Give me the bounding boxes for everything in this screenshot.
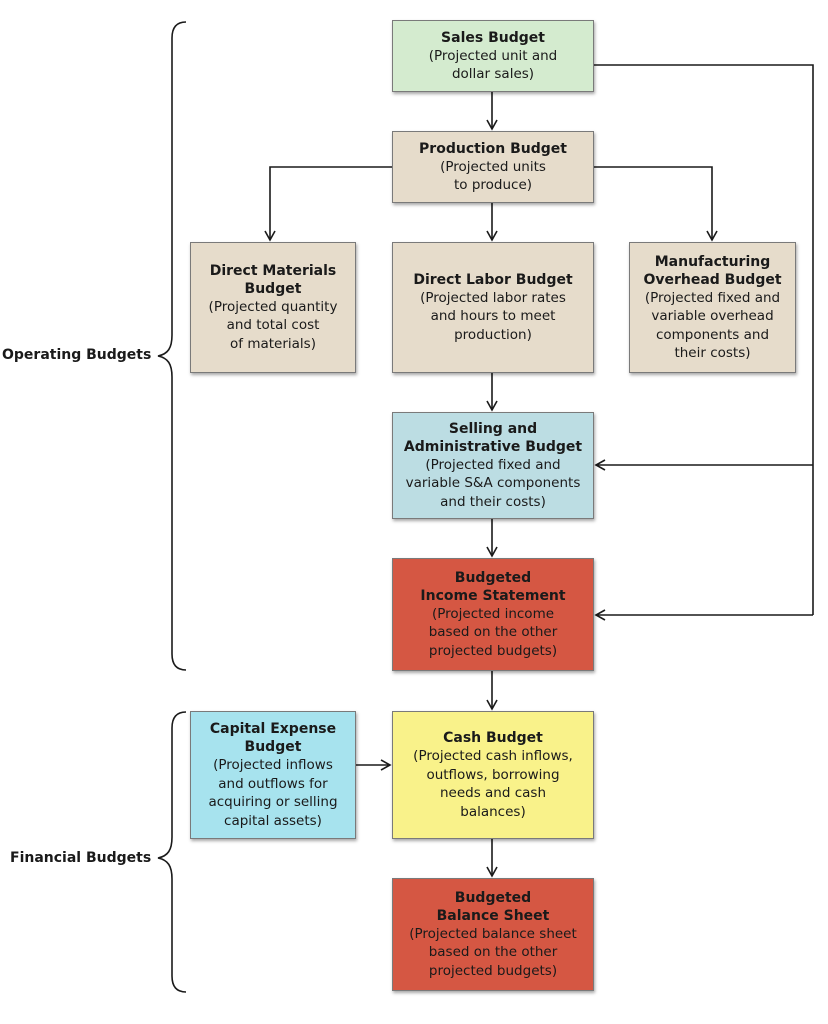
- operating-budgets-brace: [157, 21, 187, 671]
- financial-budgets-label: Financial Budgets: [10, 850, 152, 866]
- cash-budget-description: (Projected cash inflows, outflows, borro…: [413, 748, 573, 820]
- sales-budget-title: Sales Budget: [441, 29, 545, 46]
- sales-budget-description: (Projected unit and dollar sales): [428, 47, 558, 83]
- manufacturing-overhead-budget-description: (Projected fixed and variable overhead c…: [644, 289, 781, 362]
- financial-budgets-brace: [157, 711, 187, 993]
- capital-expense-budget-description: (Projected inflows and outflows for acqu…: [208, 757, 338, 829]
- budgeted-income-statement-description: (Projected income based on the other pro…: [428, 605, 558, 659]
- direct-materials-budget-box: Direct Materials Budget (Projected quant…: [190, 242, 356, 373]
- production-budget-description: (Projected units to produce): [440, 158, 546, 194]
- capital-expense-budget-box: Capital Expense Budget (Projected inflow…: [190, 711, 356, 839]
- selling-administrative-budget-title: Selling and Administrative Budget: [403, 420, 583, 455]
- budgeted-income-statement-box: Budgeted Income Statement (Projected inc…: [392, 558, 594, 671]
- sales-budget-box: Sales Budget (Projected unit and dollar …: [392, 20, 594, 92]
- operating-budgets-label: Operating Budgets: [2, 347, 152, 363]
- manufacturing-overhead-budget-box: Manufacturing Overhead Budget (Projected…: [629, 242, 796, 373]
- selling-administrative-budget-box: Selling and Administrative Budget (Proje…: [392, 412, 594, 519]
- budgeted-income-statement-title: Budgeted Income Statement: [420, 569, 566, 604]
- capital-expense-budget-title: Capital Expense Budget: [209, 721, 337, 755]
- feedback-line-sales-right: [594, 64, 814, 615]
- cash-budget-title: Cash Budget: [443, 730, 543, 746]
- production-budget-box: Production Budget (Projected units to pr…: [392, 131, 594, 203]
- budgeted-balance-sheet-title: Budgeted Balance Sheet: [436, 889, 550, 924]
- budgeted-balance-sheet-description: (Projected balance sheet based on the ot…: [409, 925, 577, 979]
- selling-administrative-budget-description: (Projected fixed and variable S&A compon…: [405, 456, 581, 510]
- production-budget-title: Production Budget: [419, 140, 567, 157]
- direct-labor-budget-description: (Projected labor rates and hours to meet…: [420, 289, 566, 343]
- budgeted-balance-sheet-box: Budgeted Balance Sheet (Projected balanc…: [392, 878, 594, 991]
- direct-labor-budget-box: Direct Labor Budget (Projected labor rat…: [392, 242, 594, 373]
- direct-labor-budget-title: Direct Labor Budget: [413, 271, 573, 288]
- cash-budget-box: Cash Budget (Projected cash inflows, out…: [392, 711, 594, 839]
- direct-materials-budget-description: (Projected quantity and total cost of ma…: [208, 298, 338, 352]
- direct-materials-budget-title: Direct Materials Budget: [209, 262, 337, 297]
- arrow-production-to-materials: [264, 166, 392, 242]
- manufacturing-overhead-budget-title: Manufacturing Overhead Budget: [643, 253, 782, 288]
- arrow-production-to-overhead: [594, 166, 718, 242]
